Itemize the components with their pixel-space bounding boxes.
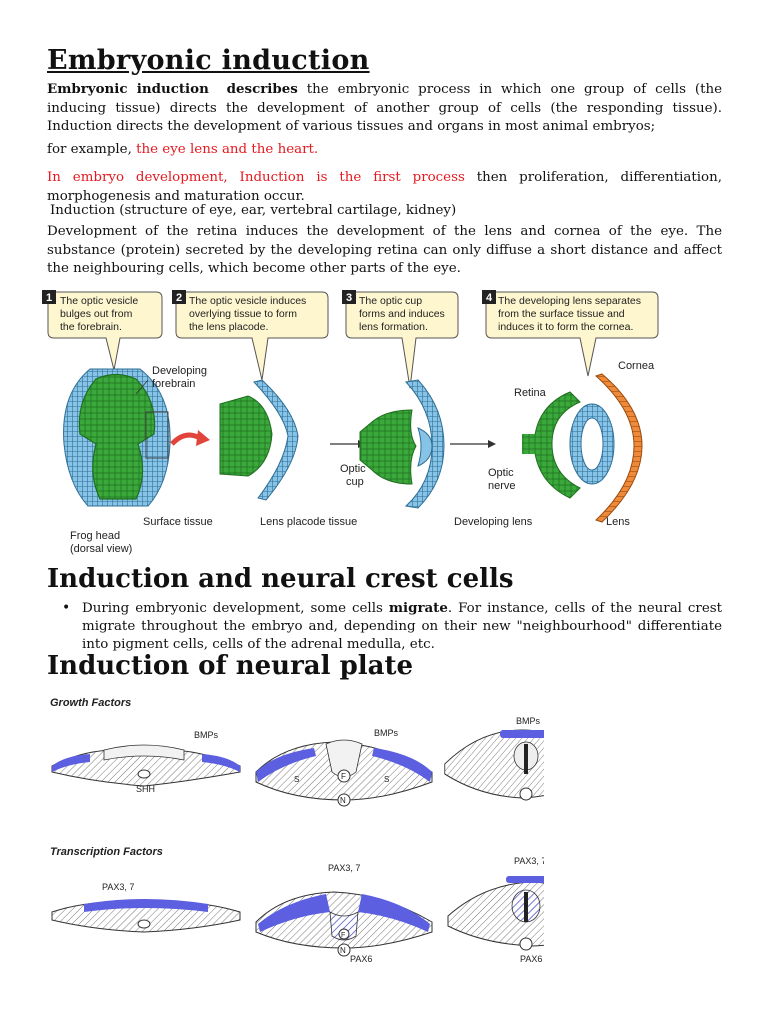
pax37-label-3: PAX3, 7 [514,856,544,866]
growth-panel-1: BMPs SHH [51,730,241,794]
step-4-badge [482,290,496,304]
growth-panel-3: BMPs [444,716,544,801]
step-2-line-3: the lens placode. [189,321,268,333]
transcription-panel-1: PAX3, 7 [51,882,241,933]
retina-paragraph: Development of the retina induces the de… [47,224,722,276]
example-line: for example, the eye lens and the heart. [47,141,722,160]
page-title: Embryonic induction [47,45,370,76]
label-developing: Developing [152,365,207,377]
term-embryonic-induction: Embryonic induction [47,81,209,97]
neural-plate-heading: Induction of neural plate [47,651,414,681]
step-1-badge [42,290,56,304]
bmps-label-2: BMPs [374,728,399,738]
frog-head-drawing: Developing forebrain Surface tissue Frog… [63,365,213,555]
bullet-bold-migrate: migrate [388,600,448,616]
bmps-label-3: BMPs [516,716,541,726]
intro-text: the embryonic process in which one group… [47,82,723,134]
structures-line: Induction (structure of eye, ear, verteb… [50,203,457,218]
growth-factors-title: Growth Factors [50,697,131,709]
step-2-line-1: The optic vesicle induces [189,295,306,307]
example-highlight: the eye lens and the heart. [136,142,319,157]
n-label-2: N [340,946,346,955]
step-3-line-3: lens formation. [359,321,428,333]
neural-crest-heading: Induction and neural crest cells [47,564,514,594]
callout-step-1: 1 The optic vesicle bulges out from the … [42,290,163,371]
label-lens: Lens [606,516,630,528]
lens-placode-drawing: Lens placode tissue [219,379,366,528]
label-dorsal-view: (dorsal view) [70,543,132,555]
neural-crest-bullet: During embryonic development, some cells… [82,599,722,654]
s-label-1a: S [294,775,299,784]
bmps-band-3 [500,730,544,738]
step-4-number: 4 [486,292,493,304]
bullet-dot: • [62,600,71,616]
f-label-2: F [341,932,345,939]
term-describes: describes [226,81,298,97]
pax37-label-1: PAX3, 7 [102,882,134,892]
pax37-label-2: PAX3, 7 [328,863,360,873]
label-retina: Retina [514,387,547,399]
n-label-1: N [340,796,346,805]
example-prefix: for example, [47,142,137,157]
step-2-badge [172,290,186,304]
label-frog-head: Frog head [70,530,120,542]
process-paragraph: In embryo development, Induction is the … [47,169,722,206]
label-forebrain: forebrain [152,378,195,390]
label-cornea: Cornea [618,360,655,372]
label-developing-lens: Developing lens [454,516,533,528]
s-label-1b: S [384,775,389,784]
step-3-badge [342,290,356,304]
callout-step-4: 4 The developing lens separates from the… [482,290,659,377]
callout-step-3: 3 The optic cup forms and induces lens f… [342,290,459,389]
pax6-label-1: PAX6 [350,954,372,964]
process-highlight: In embryo development, Induction is the … [47,170,465,185]
label-cup: cup [346,476,364,488]
label-lens-placode-tissue: Lens placode tissue [260,516,357,528]
step-1-line-2: bulges out from [60,308,133,320]
step-3-number: 3 [346,292,352,304]
label-optic: Optic [340,463,366,475]
label-surface-tissue: Surface tissue [143,516,213,528]
step-2-line-2: overlying tissue to form [189,308,297,320]
eye-development-figure: 1 The optic vesicle bulges out from the … [42,290,659,555]
label-optic-nerve-2: nerve [488,480,516,492]
growth-panel-2: F N S S BMPs [255,728,433,807]
step-3-line-1: The optic cup [359,295,422,307]
bullet-post: . For instance, cells of the neural cres… [82,601,722,652]
neural-plate-figure: Growth Factors BMPs SHH F N S S BMPs [50,697,544,964]
shh-label: SHH [136,784,155,794]
step-4-line-1: The developing lens separates [498,295,641,307]
intro-paragraph: Embryonic induction describes the embryo… [47,80,722,137]
transcription-panel-2: F N PAX3, 7 PAX6 [255,863,433,964]
step-4-line-3: induces it to form the cornea. [498,321,633,333]
transcription-panel-3: PAX3, 7 PAX6 [447,856,544,964]
optic-cup-drawing: Optic cup Developing lens [340,379,533,528]
pax6-label-2: PAX6 [520,954,542,964]
step-4-line-2: from the surface tissue and [498,308,625,320]
step-1-line-1: The optic vesicle [60,295,138,307]
step-2-number: 2 [176,292,182,304]
transcription-factors-title: Transcription Factors [50,846,163,858]
label-optic-nerve-1: Optic [488,467,514,479]
step-1-number: 1 [46,292,52,304]
f-label-1: F [341,772,346,781]
bullet-pre: During embryonic development, some cells [82,601,389,616]
step-3-line-2: forms and induces [359,308,445,320]
eye-final-drawing: Retina Cornea Optic nerve Lens [488,360,655,528]
bmps-label-1: BMPs [194,730,219,740]
step-1-line-3: the forebrain. [60,321,122,333]
callout-step-2: 2 The optic vesicle induces overlying ti… [172,290,329,381]
process-rest: then proliferation, differentiation, mor… [47,170,722,204]
